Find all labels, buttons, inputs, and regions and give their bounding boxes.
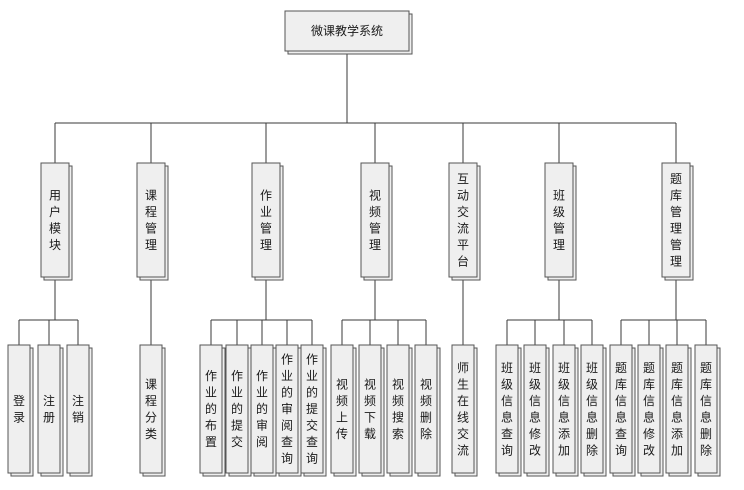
child-box-0-2: 注销 — [66, 344, 93, 477]
child-box-0-1: 注册 — [37, 344, 64, 477]
child-box-2-2: 作业的审阅 — [250, 344, 277, 477]
child-box-3-2-frame — [386, 344, 410, 474]
child-box-5-1: 班级信息修改 — [523, 344, 550, 477]
child-box-5-2-label: 班级信息添加 — [558, 361, 570, 458]
root-box-frame — [284, 10, 410, 52]
child-box-3-0-label: 视频上传 — [336, 376, 348, 441]
child-box-6-2-label: 题库信息添加 — [671, 361, 683, 458]
child-box-2-3: 作业的审阅查询 — [275, 344, 302, 477]
child-box-2-1-frame — [225, 344, 249, 474]
module-box-5-frame — [544, 162, 574, 278]
child-box-2-1: 作业的提交 — [225, 344, 252, 477]
child-box-2-3-frame — [275, 344, 299, 474]
child-box-2-3-label: 作业的审阅查询 — [281, 353, 293, 466]
child-box-3-1-label: 视频下载 — [364, 376, 376, 441]
module-box-5: 班级管理 — [544, 162, 577, 281]
child-box-6-1: 题库信息修改 — [637, 344, 664, 477]
child-box-5-3-label: 班级信息删除 — [586, 361, 598, 458]
child-box-5-1-frame — [523, 344, 547, 474]
child-box-6-0-label: 题库信息查询 — [615, 361, 627, 458]
child-box-6-0-frame — [609, 344, 633, 474]
module-box-6: 题库管理管理 — [661, 162, 694, 281]
module-box-1: 课程管理 — [136, 162, 169, 281]
child-box-5-2-frame — [552, 344, 576, 474]
module-box-3: 视频管理 — [360, 162, 393, 281]
child-box-2-0: 作业的布置 — [199, 344, 226, 477]
module-box-0: 用户模块 — [40, 162, 73, 281]
module-box-3-label: 视频管理 — [369, 187, 381, 252]
child-box-2-1-label: 作业的提交 — [231, 369, 243, 449]
child-box-6-3-label: 题库信息删除 — [700, 361, 712, 458]
child-box-0-1-frame — [37, 344, 61, 474]
child-box-3-3-frame — [414, 344, 438, 474]
child-box-6-1-frame — [637, 344, 661, 474]
child-box-2-0-label: 作业的布置 — [205, 369, 217, 449]
module-box-6-frame — [661, 162, 691, 278]
child-box-4-0-label: 师生在线交流 — [457, 361, 469, 458]
child-box-3-0: 视频上传 — [330, 344, 357, 477]
child-box-5-0: 班级信息查询 — [495, 344, 522, 477]
child-box-6-3-frame — [694, 344, 718, 474]
child-box-0-2-label: 注销 — [72, 393, 84, 425]
module-box-6-label: 题库管理管理 — [670, 172, 682, 269]
child-box-4-0-frame — [451, 344, 475, 474]
child-box-2-2-label: 作业的审阅 — [256, 369, 268, 449]
child-box-2-4-label: 作业的提交查询 — [306, 353, 318, 466]
module-box-2-frame — [251, 162, 281, 278]
connector-lines — [18, 51, 707, 345]
child-box-6-2: 题库信息添加 — [665, 344, 692, 477]
module-box-4: 互动交流平台 — [448, 162, 481, 281]
child-box-4-0: 师生在线交流 — [451, 344, 478, 477]
module-box-1-frame — [136, 162, 166, 278]
child-box-0-0-label: 登录 — [13, 393, 25, 425]
module-box-0-frame — [40, 162, 70, 278]
child-box-1-0-frame — [139, 344, 163, 474]
child-box-2-4: 作业的提交查询 — [300, 344, 327, 477]
child-box-6-3: 题库信息删除 — [694, 344, 721, 477]
module-box-2: 作业管理 — [251, 162, 284, 281]
child-box-2-4-frame — [300, 344, 324, 474]
child-box-0-0-frame — [7, 344, 31, 474]
module-box-1-label: 课程管理 — [145, 188, 157, 252]
child-box-5-1-label: 班级信息修改 — [529, 361, 541, 458]
child-box-6-0: 题库信息查询 — [609, 344, 636, 477]
child-box-6-2-frame — [665, 344, 689, 474]
child-box-6-1-label: 题库信息修改 — [643, 361, 655, 458]
child-box-5-3-frame — [580, 344, 604, 474]
child-box-5-0-frame — [495, 344, 519, 474]
child-box-3-0-frame — [330, 344, 354, 474]
child-box-2-2-frame — [250, 344, 274, 474]
root-box: 微课教学系统 — [284, 10, 413, 55]
module-box-0-label: 用户模块 — [49, 188, 61, 252]
root-box-label: 微课教学系统 — [311, 23, 383, 38]
child-box-5-3: 班级信息删除 — [580, 344, 607, 477]
module-box-2-label: 作业管理 — [260, 188, 272, 252]
child-box-1-0: 课程分类 — [139, 344, 166, 477]
module-box-3-frame — [360, 162, 390, 278]
child-box-3-2: 视频搜索 — [386, 344, 413, 477]
child-box-0-0: 登录 — [7, 344, 34, 477]
child-box-1-0-label: 课程分类 — [145, 377, 157, 441]
child-box-5-0-label: 班级信息查询 — [501, 361, 513, 458]
child-box-3-3: 视频删除 — [414, 344, 441, 477]
module-box-5-label: 班级管理 — [553, 188, 565, 252]
child-box-2-0-frame — [199, 344, 223, 474]
child-box-5-2: 班级信息添加 — [552, 344, 579, 477]
child-box-3-2-label: 视频搜索 — [392, 376, 404, 441]
child-box-3-1-frame — [358, 344, 382, 474]
child-box-0-2-frame — [66, 344, 90, 474]
module-box-4-frame — [448, 162, 478, 278]
child-box-3-1: 视频下载 — [358, 344, 385, 477]
child-box-0-1-label: 注册 — [43, 393, 55, 425]
child-box-3-3-label: 视频删除 — [420, 376, 432, 441]
module-box-4-label: 互动交流平台 — [457, 172, 469, 269]
